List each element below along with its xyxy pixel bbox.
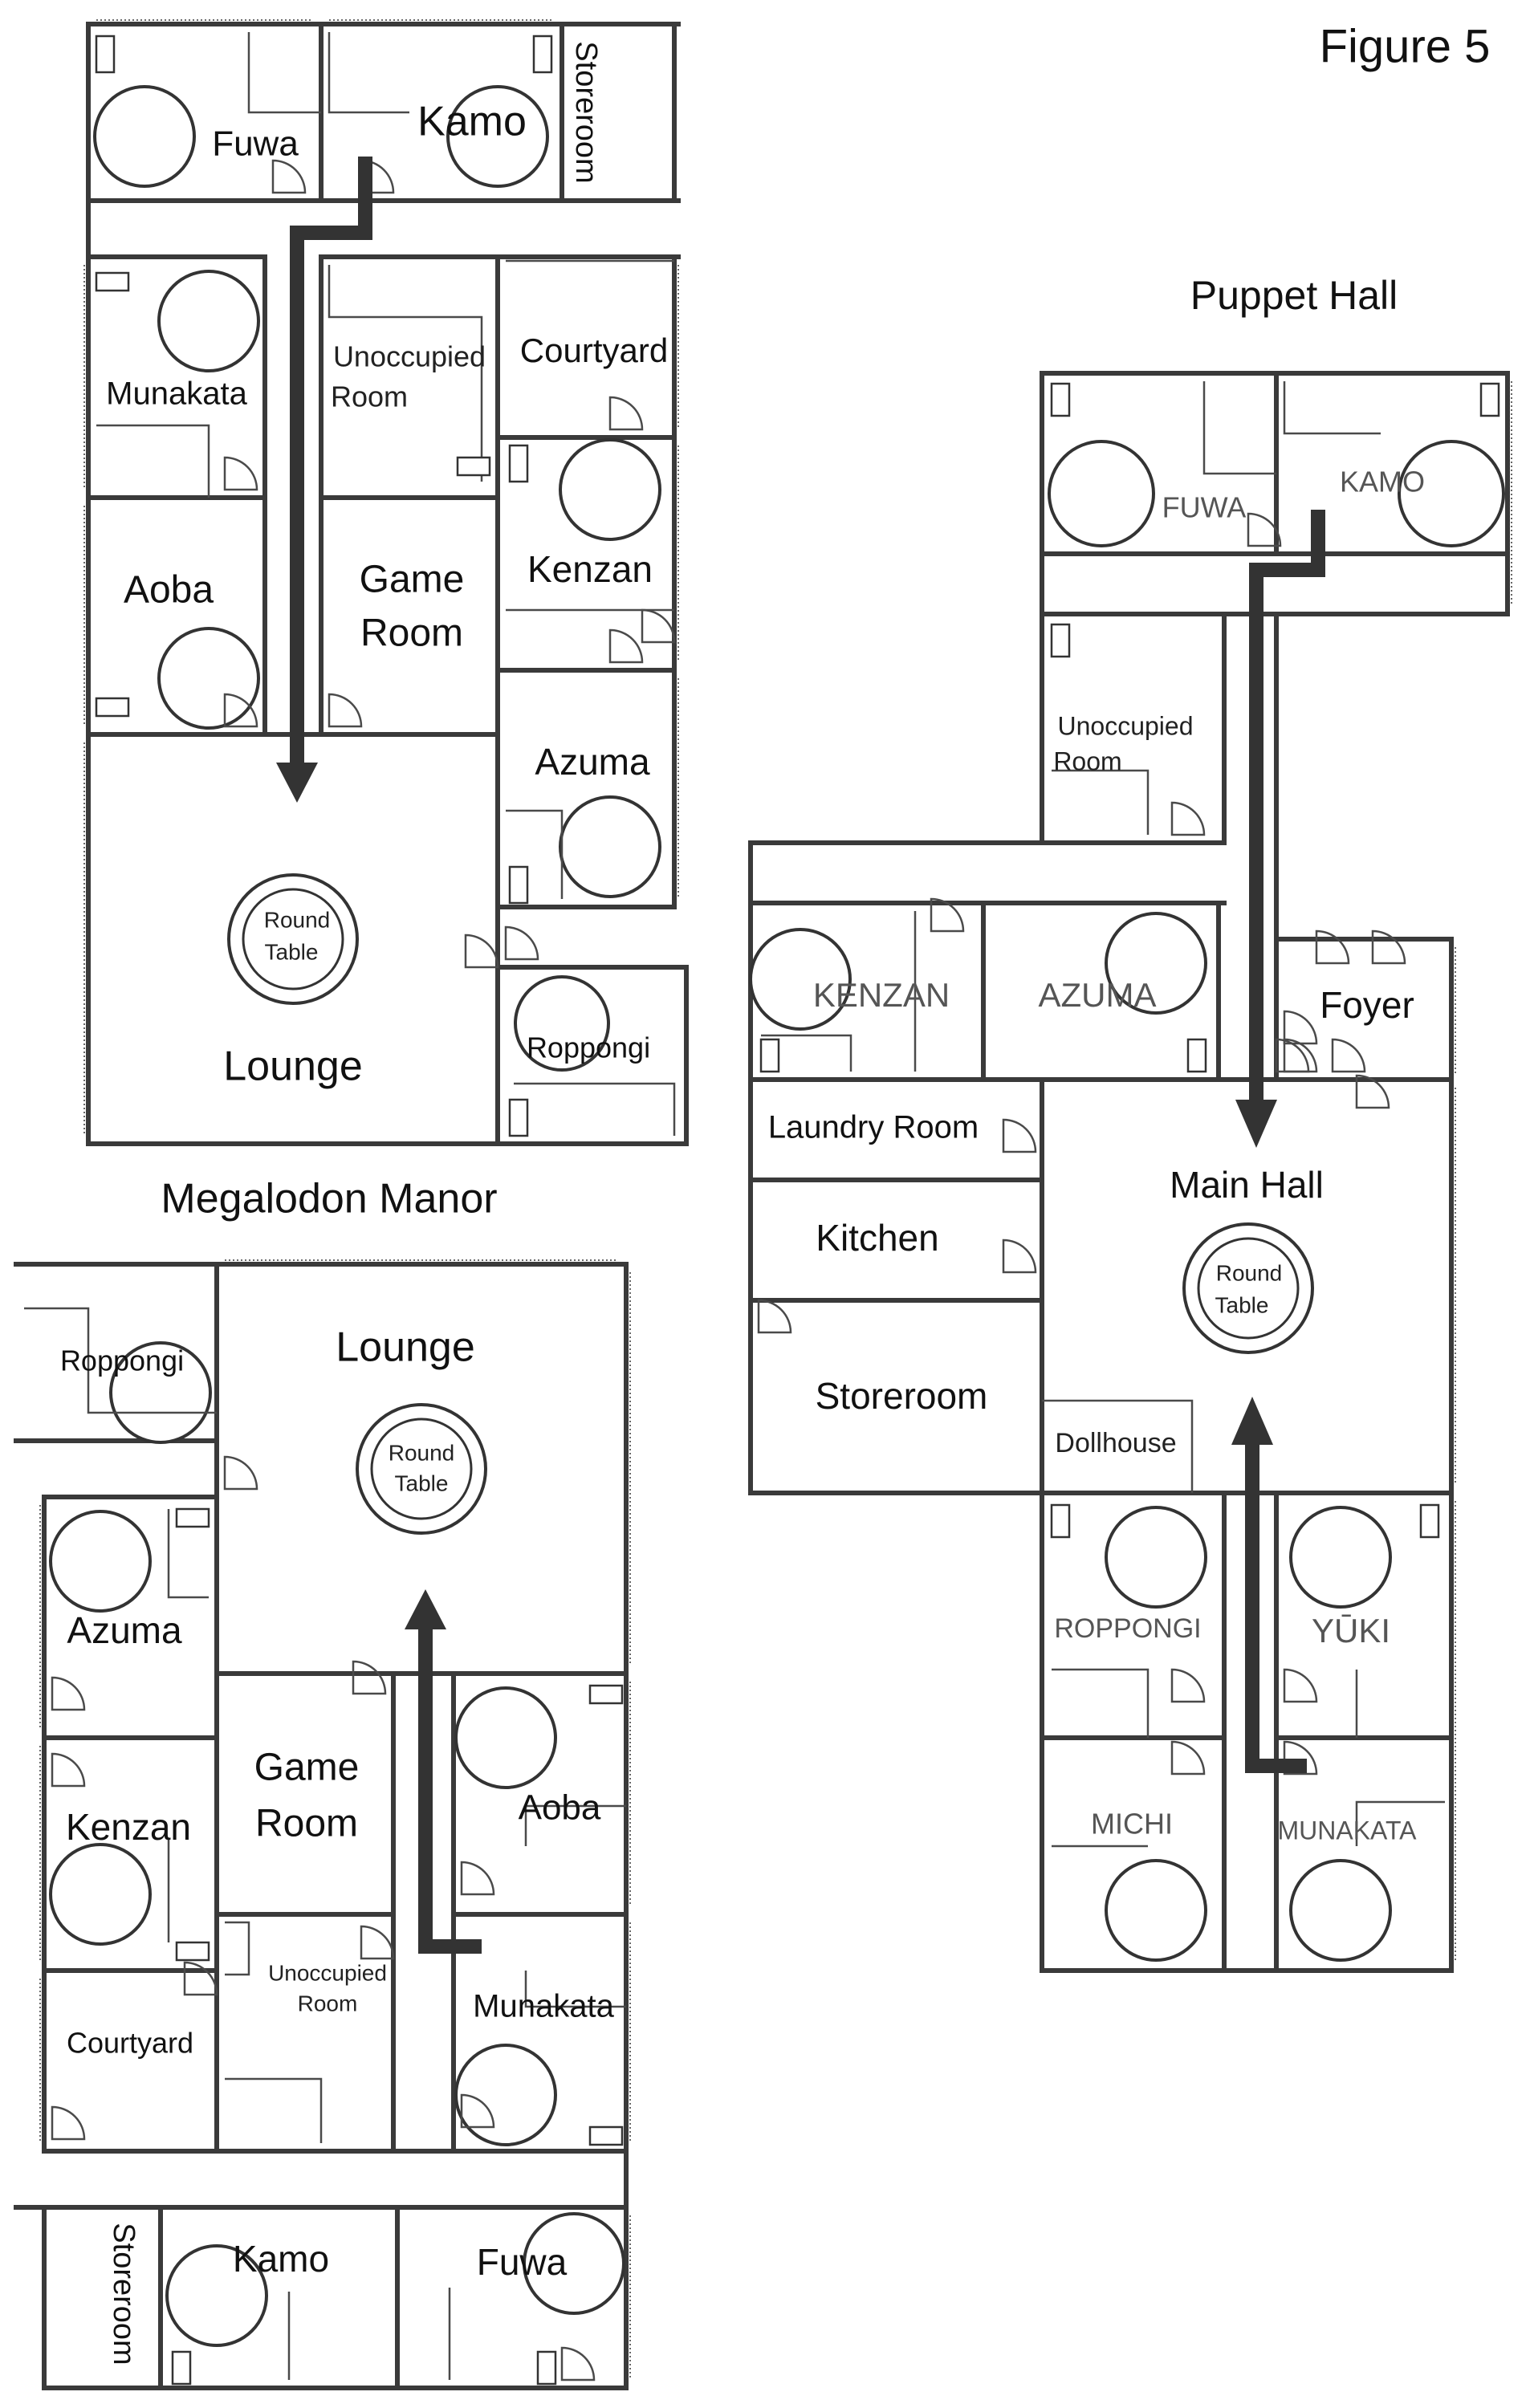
top-room-game-2: Room (360, 612, 463, 655)
top-room-munakata: Munakata (106, 376, 247, 412)
top-round-table-2: Table (265, 939, 319, 964)
top-room-kenzan: Kenzan (527, 548, 653, 590)
ph-route-arrowhead-bottom (1231, 1397, 1273, 1445)
megalodon-floor-plan: Roppongi Lounge Round Table Azuma Game R… (14, 1259, 631, 2390)
ph-route-arrow-top (1249, 510, 1325, 1104)
ph-room-fuwa: FUWA (1162, 491, 1247, 524)
ph-round-table-1: Round (1216, 1260, 1283, 1285)
ph-room-azuma: AZUMA (1039, 976, 1157, 1014)
ph-room-munakata: MUNAKATA (1277, 1816, 1417, 1845)
ph-room-foyer: Foyer (1320, 984, 1414, 1026)
puppet-floor-plan: FUWA KAMO Unoccupied Room KENZAN AZUMA F… (748, 371, 1512, 1973)
mm-round-table-1: Round (389, 1440, 455, 1465)
mm-room-courtyard: Courtyard (67, 2027, 193, 2060)
mm-room-kenzan: Kenzan (66, 1806, 191, 1848)
mm-room-roppongi: Roppongi (60, 1344, 184, 1377)
top-room-storeroom: Storeroom (569, 41, 603, 183)
mm-room-azuma: Azuma (67, 1609, 182, 1651)
top-floor-plan: Fuwa Kamo Storeroom Munakata Unoccupied … (83, 19, 689, 1146)
mm-round-table-2: Table (395, 1470, 449, 1495)
ph-room-kenzan: KENZAN (813, 976, 950, 1014)
top-room-azuma: Azuma (535, 741, 650, 783)
mm-room-kamo: Kamo (233, 2238, 329, 2280)
mm-route-arrowhead (405, 1589, 446, 1629)
ph-room-storeroom: Storeroom (816, 1375, 988, 1417)
mm-room-unoccupied-2: Room (298, 1991, 358, 2015)
mm-room-game-1: Game (254, 1747, 360, 1789)
ph-room-unoccupied-1: Unoccupied (1058, 711, 1194, 740)
ph-room-roppongi: ROPPONGI (1054, 1613, 1201, 1644)
ph-room-laundry: Laundry Room (768, 1110, 979, 1145)
route-arrowhead (276, 763, 318, 803)
figure-label: Figure 5 (1320, 20, 1491, 72)
top-room-game-1: Game (360, 559, 465, 601)
mm-room-lounge: Lounge (336, 1324, 475, 1371)
mm-room-fuwa: Fuwa (477, 2241, 568, 2283)
top-room-lounge: Lounge (223, 1043, 363, 1090)
mm-room-game-2: Room (255, 1803, 358, 1845)
ph-room-yuki: YŪKI (1312, 1612, 1390, 1649)
mm-room-storeroom: Storeroom (107, 2223, 140, 2365)
mm-room-unoccupied-1: Unoccupied (268, 1960, 387, 1985)
mm-room-aoba: Aoba (519, 1788, 601, 1828)
ph-room-michi: MICHI (1091, 1808, 1173, 1841)
top-room-aoba: Aoba (124, 569, 214, 612)
top-room-roppongi: Roppongi (527, 1031, 650, 1064)
ph-room-kamo: KAMO (1340, 466, 1425, 498)
megalodon-title: Megalodon Manor (161, 1176, 497, 1222)
top-room-kamo: Kamo (417, 99, 527, 145)
ph-room-unoccupied-2: Room (1053, 746, 1121, 775)
top-round-table-1: Round (264, 907, 331, 932)
mm-room-munakata: Munakata (473, 1989, 614, 2024)
top-room-courtyard: Courtyard (520, 332, 668, 369)
ph-route-arrow-bottom (1245, 1441, 1307, 1773)
ph-round-table-2: Table (1215, 1292, 1269, 1317)
top-room-fuwa: Fuwa (212, 124, 299, 164)
ph-room-kitchen: Kitchen (816, 1217, 938, 1259)
ph-route-arrowhead-top (1235, 1100, 1277, 1148)
puppet-title: Puppet Hall (1190, 273, 1398, 318)
ph-room-dollhouse: Dollhouse (1055, 1428, 1176, 1458)
route-arrow (290, 157, 372, 767)
mm-route-arrow (418, 1625, 482, 1954)
ph-room-main-hall: Main Hall (1170, 1164, 1324, 1206)
top-room-unoccupied-2: Room (331, 380, 408, 413)
top-room-unoccupied-1: Unoccupied (333, 340, 486, 373)
